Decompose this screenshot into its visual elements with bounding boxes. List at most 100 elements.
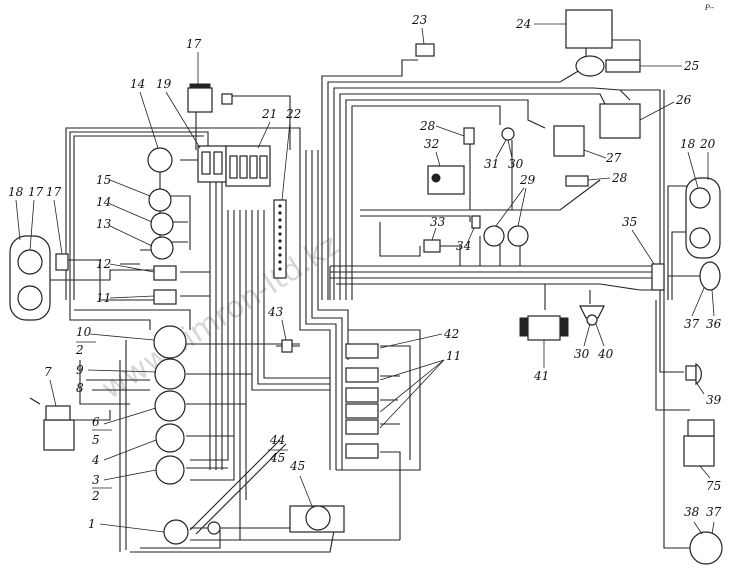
label-3: 3 xyxy=(92,473,100,487)
label-39: 40 xyxy=(597,347,614,361)
component-25 xyxy=(575,55,641,77)
label-21: 21 xyxy=(261,107,277,121)
component-75 xyxy=(683,419,715,467)
label-9: 9 xyxy=(76,363,84,377)
headlamp-left xyxy=(9,235,69,321)
terminal-dot xyxy=(278,246,282,250)
component-10 xyxy=(153,325,187,359)
label-8: 8 xyxy=(76,381,84,395)
connector-35 xyxy=(651,263,665,291)
component-30-39 xyxy=(579,305,605,326)
label-15: 15 xyxy=(96,173,111,187)
sensor-28-top xyxy=(463,127,475,145)
gauge-14-top xyxy=(147,147,173,173)
fuse-block-21 xyxy=(225,145,271,187)
label-40: 41 xyxy=(533,369,549,383)
label-23: 23 xyxy=(411,13,428,27)
label-13: 13 xyxy=(96,217,112,231)
fuse-42 xyxy=(281,339,293,353)
lamp-37-36-bottom xyxy=(689,531,723,565)
relay-11e xyxy=(345,443,379,459)
headlamp-right xyxy=(685,177,721,259)
terminal-dot xyxy=(278,225,282,229)
label-7: 7 xyxy=(44,365,52,379)
terminal-dot xyxy=(278,239,282,243)
relay-11a xyxy=(345,367,379,383)
component-23 xyxy=(415,43,435,57)
label-19: 19 xyxy=(156,77,172,91)
relay-41 xyxy=(345,343,379,359)
motor-7 xyxy=(29,397,75,451)
component-9 xyxy=(154,358,186,390)
component-27 xyxy=(553,125,585,157)
label-42: 43 xyxy=(267,305,284,319)
lamp-38 xyxy=(685,362,702,386)
label-30: 30 xyxy=(508,157,524,171)
switch-12 xyxy=(153,265,177,281)
switch-31 xyxy=(501,127,515,141)
label-2-bottom: 2 xyxy=(91,489,100,503)
component-labels: 17 14 19 21 22 23 24 25 26 27 28 32 31 3… xyxy=(8,13,722,535)
terminal-dot xyxy=(278,267,282,271)
relay-11b xyxy=(345,387,379,403)
fuse-block-19 xyxy=(197,145,227,183)
terminal-dot xyxy=(278,232,282,236)
label-10: 10 xyxy=(76,325,92,339)
label-44: 45 xyxy=(269,451,285,465)
label-18-left: 18 xyxy=(8,185,24,199)
label-35: 35 xyxy=(622,215,637,229)
terminal-strip-22 xyxy=(273,199,287,279)
component-1 xyxy=(163,519,221,545)
label-11-right: 11 xyxy=(446,349,461,363)
component-20 xyxy=(187,83,233,113)
gauge-15 xyxy=(148,188,172,212)
component-29a xyxy=(483,225,505,247)
label-41: 42 xyxy=(443,327,459,341)
terminal-dots xyxy=(278,204,282,271)
component-33 xyxy=(423,239,441,253)
label-36: 36 xyxy=(706,317,722,331)
generator-32 xyxy=(427,165,465,195)
switch-11 xyxy=(153,289,177,305)
label-5: 5 xyxy=(92,433,100,447)
terminal-dot xyxy=(278,260,282,264)
label-36-bottom: 37 xyxy=(706,505,722,519)
terminal-dot xyxy=(278,253,282,257)
label-34: 34 xyxy=(456,239,471,253)
label-24: 24 xyxy=(515,17,531,31)
battery-24 xyxy=(565,9,613,49)
component-4 xyxy=(155,423,185,453)
label-75: 75 xyxy=(706,479,721,493)
label-29: 29 xyxy=(519,173,536,187)
label-14: 14 xyxy=(130,77,145,91)
label-20: 17 xyxy=(186,37,202,51)
label-26: 26 xyxy=(675,93,692,107)
label-31: 31 xyxy=(484,157,499,171)
label-22: 22 xyxy=(285,107,301,121)
component-3 xyxy=(155,455,185,485)
gauge-13 xyxy=(150,236,174,260)
label-17-left: 17 xyxy=(28,185,44,199)
relay-11c xyxy=(345,403,379,419)
terminal-dot xyxy=(278,218,282,222)
label-28-right: 28 xyxy=(611,171,628,185)
label-18-right: 20 xyxy=(699,137,716,151)
label-2-top: 2 xyxy=(75,343,84,357)
label-4: 4 xyxy=(91,453,100,467)
lamp-37-36 xyxy=(699,261,721,291)
component-29b xyxy=(507,225,529,247)
label-17-right: 18 xyxy=(680,137,696,151)
gauge-14 xyxy=(150,212,174,236)
component-45 xyxy=(289,505,345,533)
sensor-28-right xyxy=(565,175,589,187)
label-14-mid: 14 xyxy=(96,195,111,209)
label-27: 27 xyxy=(605,151,622,165)
label-25: 25 xyxy=(683,59,699,73)
terminal-dot xyxy=(278,211,282,215)
label-30-b: 30 xyxy=(574,347,590,361)
label-33: 33 xyxy=(430,215,446,229)
component-6 xyxy=(154,390,186,422)
corner-mark: P-- xyxy=(704,4,715,12)
